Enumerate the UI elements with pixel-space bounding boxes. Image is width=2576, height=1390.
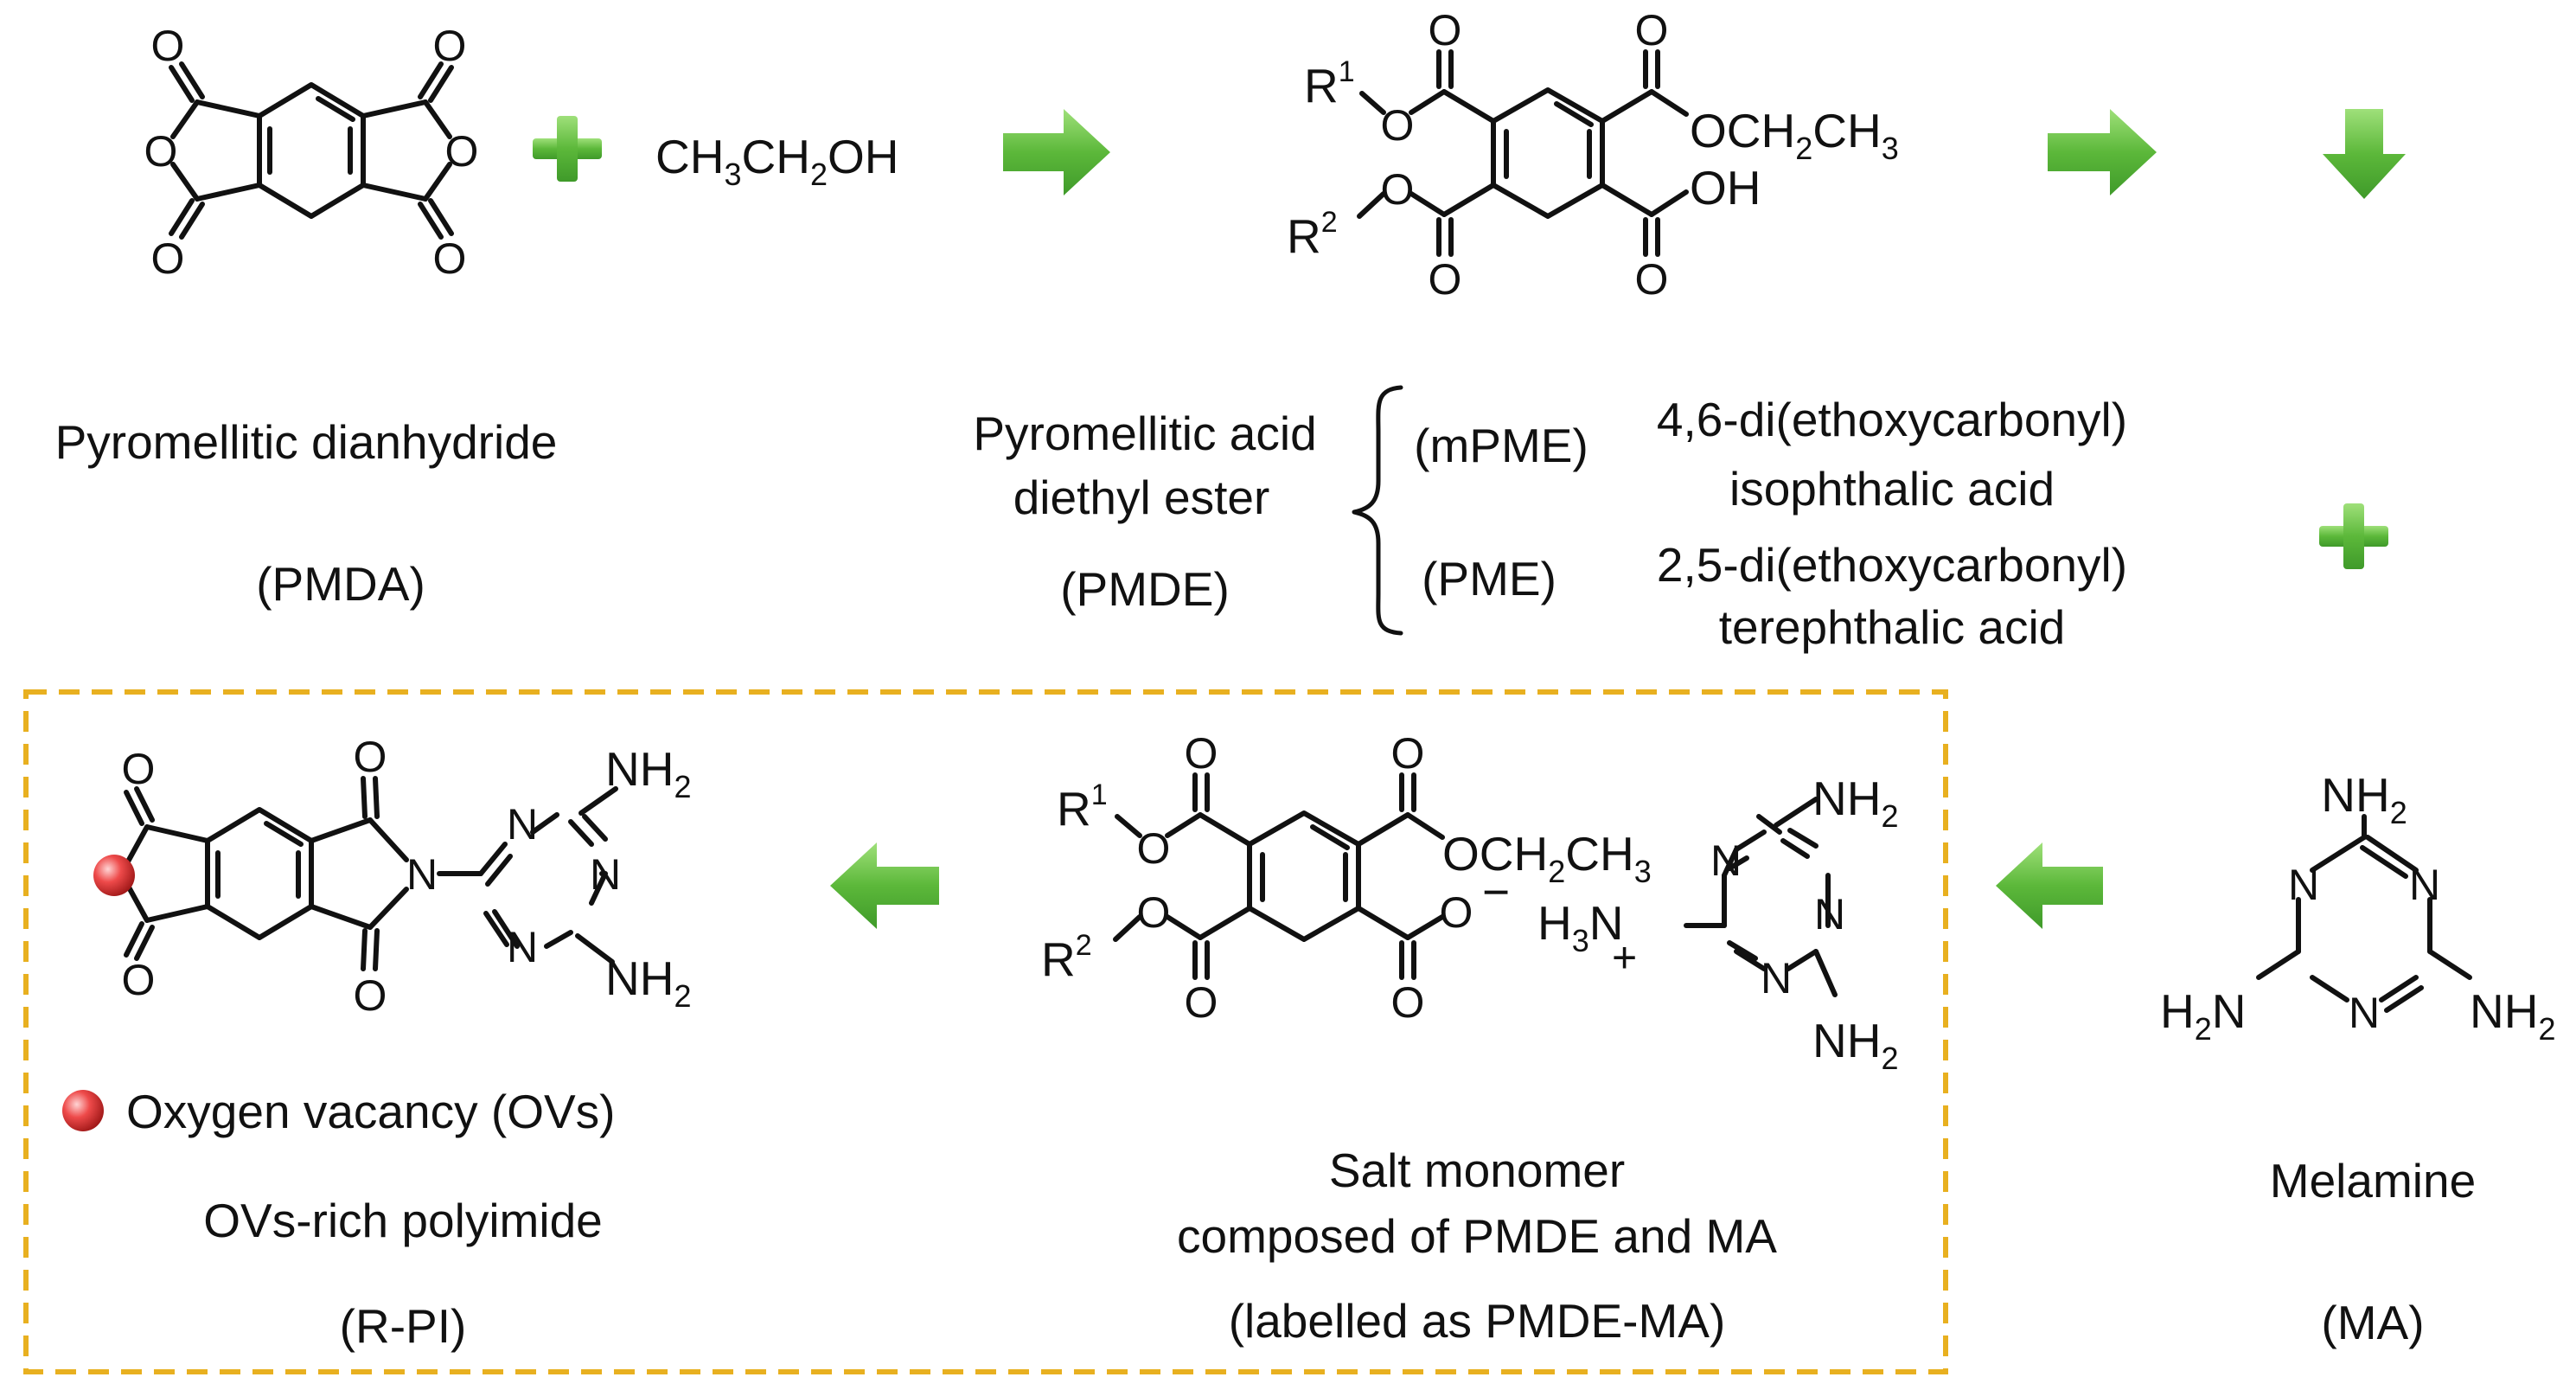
plus-icon: [533, 116, 602, 182]
salt-o-4: O: [1137, 888, 1171, 937]
salt-n-3: N: [1761, 954, 1792, 1002]
pmde-structure: O O R1 O O R2 O OCH2CH3 O OH: [1287, 6, 1899, 304]
isomer-name-mpme-line2: isophthalic acid: [1729, 462, 2055, 516]
salt-nh2-top: NH2: [1812, 772, 1898, 834]
salt-name-line1: Salt monomer: [1329, 1143, 1625, 1197]
pmda-structure: O O O O O O: [144, 22, 479, 283]
salt-name-line3: (labelled as PMDE-MA): [1229, 1294, 1726, 1348]
pmde-o-5: O: [1635, 6, 1669, 54]
product-name: OVs-rich polyimide: [203, 1194, 603, 1247]
isomer-name-pme-line2: terephthalic acid: [1719, 600, 2066, 654]
isomer-name-mpme-line1: 4,6-di(ethoxycarbonyl): [1657, 393, 2127, 446]
isomer-abbr-pme: (PME): [1422, 552, 1556, 605]
ethanol-formula: CH3CH2OH: [655, 130, 898, 192]
pmda-abbr: (PMDA): [256, 557, 425, 611]
pmde-o-3: O: [1429, 255, 1462, 304]
arrow-down-icon: [2323, 109, 2406, 199]
arrow-left-icon: [830, 842, 939, 929]
melamine-nh2-right: NH2: [2470, 984, 2555, 1047]
pmde-oet: OCH2CH3: [1690, 104, 1899, 166]
pmde-abbr: (PMDE): [1060, 562, 1230, 616]
melamine-h2n-left: H2N: [2160, 984, 2247, 1047]
rpi-n-imide: N: [406, 850, 438, 899]
salt-nh2-bottom: NH2: [1812, 1014, 1898, 1076]
salt-n-1: N: [1710, 836, 1742, 885]
pmda-name: Pyromellitic dianhydride: [55, 415, 558, 469]
melamine-n1: N: [2409, 861, 2440, 909]
salt-o-7: O: [1440, 888, 1473, 937]
melamine-n2: N: [2288, 861, 2319, 909]
melamine-abbr: (MA): [2321, 1296, 2424, 1349]
pmda-o-right-bottom: O: [433, 234, 467, 283]
pmda-o-ring-right: O: [445, 127, 479, 176]
vacancy-legend-text: Oxygen vacancy (OVs): [126, 1085, 615, 1138]
salt-r2: R2: [1041, 929, 1092, 986]
pmde-r1: R1: [1304, 55, 1355, 112]
salt-h3n: H3N: [1537, 896, 1624, 958]
salt-minus: −: [1482, 865, 1510, 919]
salt-r1: R1: [1057, 778, 1108, 836]
pmde-o-4: O: [1381, 165, 1415, 214]
salt-o-5: O: [1391, 729, 1425, 778]
melamine-nh2-top: NH2: [2321, 768, 2407, 830]
arrow-left-icon: [1996, 842, 2103, 929]
salt-oet: OCH2CH3: [1442, 827, 1652, 889]
arrow-right-icon: [1003, 109, 1110, 195]
rpi-structure: O O O O N N N N NH2 NH2: [93, 733, 691, 1020]
rpi-n-triazine-1: N: [507, 800, 538, 849]
melamine-structure: N N N NH2 NH2 H2N: [2160, 768, 2555, 1047]
melamine-n3: N: [2349, 989, 2380, 1037]
pmde-r2: R2: [1287, 206, 1338, 263]
rpi-nh2-bottom: NH2: [605, 951, 691, 1014]
oxygen-vacancy-legend-icon: [62, 1090, 104, 1131]
pmda-o-left-top: O: [151, 22, 185, 70]
plus-icon: [2319, 503, 2388, 569]
pmda-o-left-bottom: O: [151, 234, 185, 283]
rpi-o-1: O: [122, 745, 156, 793]
isomer-name-pme-line1: 2,5-di(ethoxycarbonyl): [1657, 538, 2127, 592]
rpi-n-triazine-2: N: [590, 850, 621, 899]
product-abbr: (R-PI): [340, 1299, 467, 1353]
pmda-o-ring-left: O: [144, 127, 178, 176]
pmde-oh: OH: [1690, 161, 1761, 215]
salt-n-2: N: [1814, 890, 1845, 938]
pmde-o-2: O: [1381, 101, 1415, 150]
isomer-brace: [1352, 385, 1403, 636]
rpi-n-triazine-3: N: [507, 923, 538, 971]
rpi-o-4: O: [354, 971, 387, 1020]
salt-o-1: O: [1185, 729, 1218, 778]
salt-o-6: O: [1391, 978, 1425, 1027]
salt-o-3: O: [1185, 978, 1218, 1027]
rpi-o-2: O: [122, 956, 156, 1004]
salt-structure: O O R1 O O R2 O OCH2CH3 O O −: [1041, 729, 1898, 1076]
isomer-abbr-mpme: (mPME): [1414, 419, 1588, 472]
pmda-o-right-top: O: [433, 22, 467, 70]
salt-plus: +: [1612, 933, 1637, 982]
pmde-o-1: O: [1429, 6, 1462, 54]
pmde-o-6: O: [1635, 255, 1669, 304]
rpi-nh2-top: NH2: [605, 742, 691, 804]
arrow-right-icon: [2048, 109, 2157, 195]
salt-o-2: O: [1137, 824, 1171, 873]
oxygen-vacancy-ball-icon: [93, 855, 135, 896]
melamine-name: Melamine: [2270, 1154, 2476, 1207]
pmde-name-line2: diethyl ester: [1013, 471, 1270, 524]
product-box: [23, 689, 1948, 1374]
salt-name-line2: composed of PMDE and MA: [1177, 1209, 1777, 1263]
pmde-name-line1: Pyromellitic acid: [973, 407, 1316, 460]
rpi-o-3: O: [354, 733, 387, 781]
